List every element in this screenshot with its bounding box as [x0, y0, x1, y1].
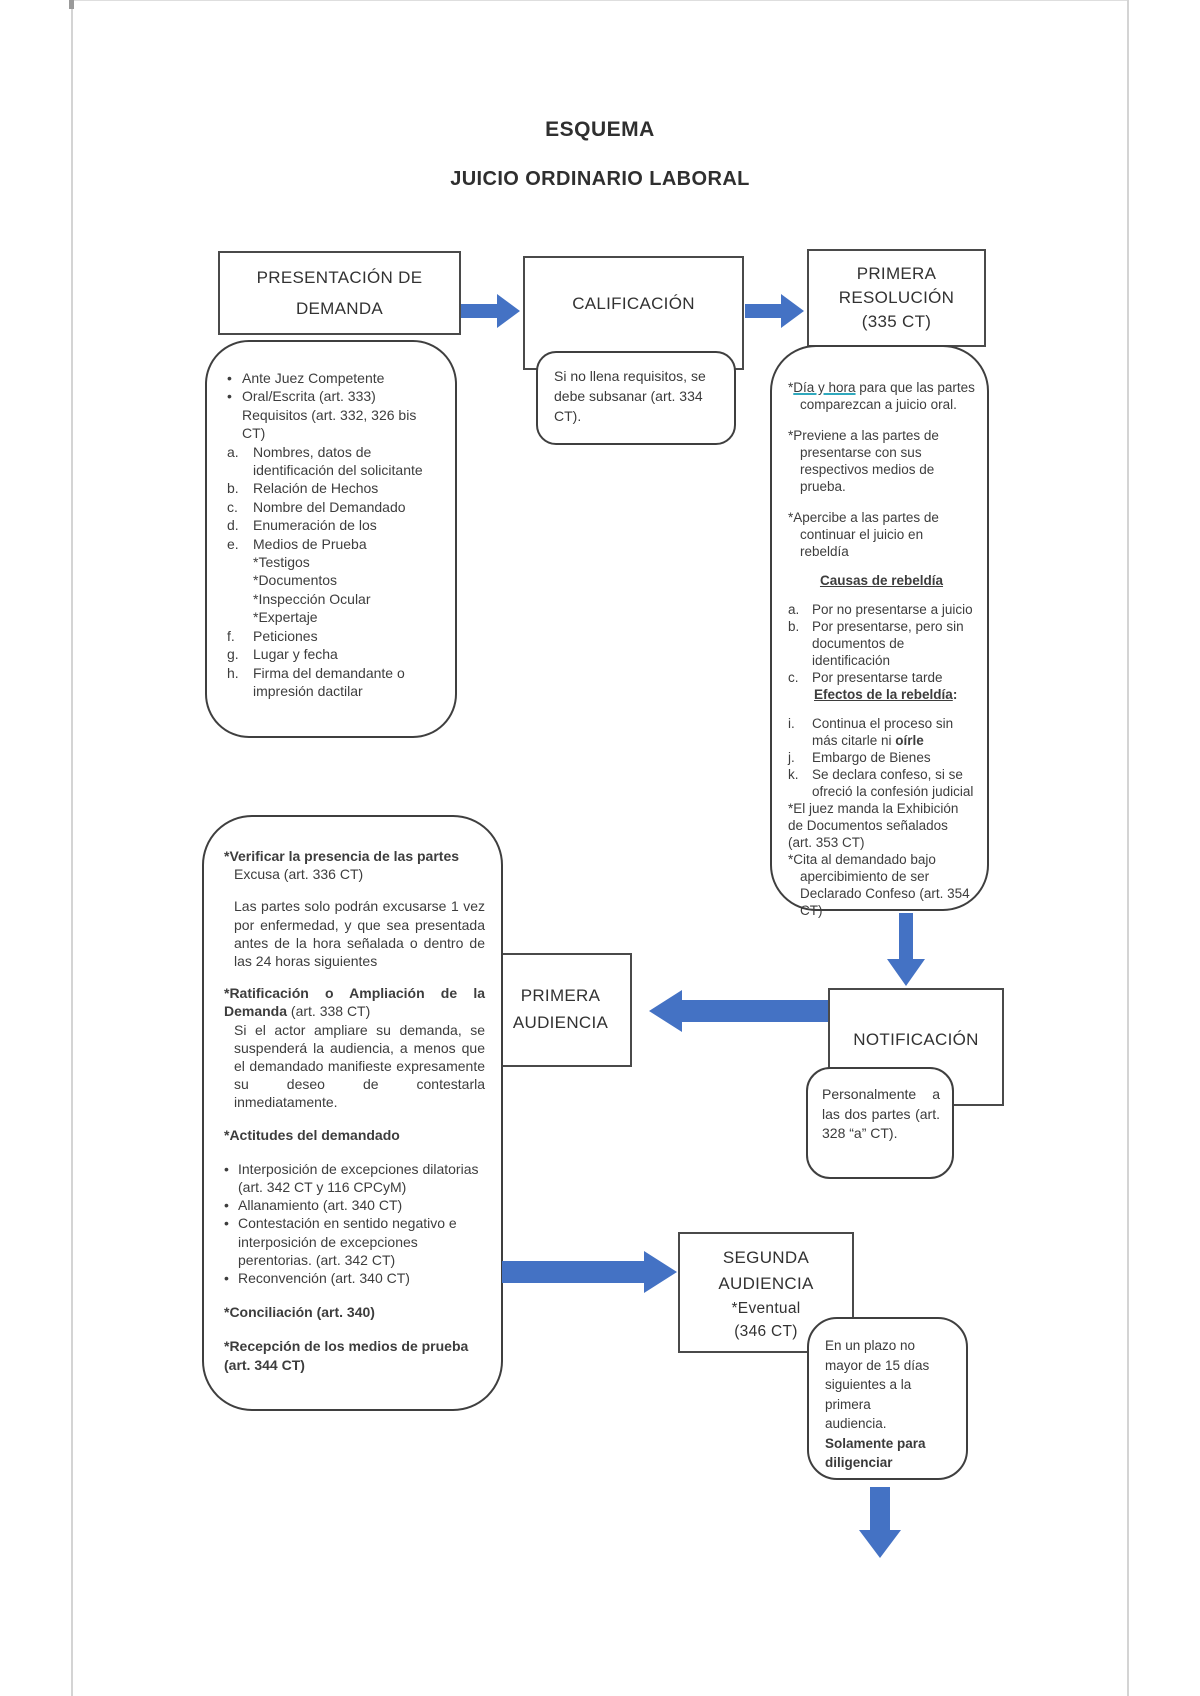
paragraph: *Apercibe a las partes de continuar el j…	[788, 510, 939, 559]
note-line: audiencia.	[825, 1416, 887, 1431]
node-label: RESOLUCIÓN	[838, 288, 955, 307]
note-text: Si no llena requisitos, se debe subsanar…	[554, 368, 706, 424]
node-label: PRIMERA	[856, 264, 937, 283]
node-label: NOTIFICACIÓN	[853, 1030, 979, 1049]
list-item: *Expertaje	[253, 609, 318, 626]
list-item: *Inspección Ocular	[253, 590, 371, 607]
list-item: •Contestación en sentido negativo e inte…	[224, 1215, 457, 1268]
section-title: Causas de rebeldía	[819, 573, 944, 588]
flow-arrow-down-icon	[859, 1487, 901, 1558]
note-notificacion-personal: Personalmente a las dos partes (art. 328…	[806, 1067, 954, 1179]
node-primera-resolucion: PRIMERA RESOLUCIÓN (335 CT)	[807, 249, 986, 347]
list-item: •Allanamiento (art. 340 CT)	[224, 1197, 403, 1214]
section-title: *Conciliación (art. 340)	[224, 1304, 375, 1321]
flow-arrow-left-icon	[649, 990, 828, 1032]
note-line: Solamente para	[825, 1435, 926, 1451]
list-item: •Interposición de excepciones dilatorias…	[224, 1160, 479, 1196]
list-item: a.Por no presentarse a juicio	[788, 602, 973, 617]
note-line: primera	[825, 1396, 871, 1412]
node-label: (346 CT)	[734, 1323, 798, 1340]
note-primera-audiencia-detalle: *Verificar la presencia de las partes Ex…	[202, 815, 503, 1411]
section-title: Efectos de la rebeldía:	[814, 687, 958, 702]
list-item: •Oral/Escrita (art. 333)	[227, 388, 376, 405]
node-label: DEMANDA	[295, 298, 384, 318]
node-label: *Eventual	[731, 1300, 801, 1317]
list-item: k.Se declara confeso, si se ofreció la c…	[788, 767, 974, 799]
section-title: *Recepción de los medios de prueba (art.…	[224, 1338, 469, 1373]
note-line: siguientes a la	[825, 1377, 912, 1392]
page-edge-top	[73, 0, 1127, 1]
paragraph: Si el actor ampliare su demanda, se susp…	[234, 1021, 485, 1111]
list-item: a.Nombres, datos de identificación del s…	[227, 443, 423, 479]
page-subtitle: JUICIO ORDINARIO LABORAL	[450, 168, 750, 190]
paragraph: *Día y hora para que las partes comparez…	[788, 380, 975, 412]
page-edge-left	[71, 0, 73, 1696]
list-item: g.Lugar y fecha	[227, 646, 338, 663]
paragraph: *El juez manda la Exhibición de Document…	[788, 801, 959, 850]
list-item: *Testigos	[253, 554, 310, 571]
note-line: mayor de 15 días	[825, 1357, 930, 1373]
flow-arrow-right-icon	[745, 294, 804, 328]
node-label: SEGUNDA	[722, 1248, 810, 1267]
list-item: d.Enumeración de los	[227, 517, 377, 534]
list-item: Requisitos (art. 332, 326 bis CT)	[242, 406, 417, 442]
underlined-text: Día y hora	[793, 380, 856, 395]
node-label: PRESENTACIÓN DE	[256, 267, 423, 287]
list-item: •Ante Juez Competente	[227, 370, 385, 386]
list-item: i.Continua el proceso sin más citarle ni…	[788, 716, 954, 748]
node-label: PRIMERA	[520, 986, 601, 1005]
page-title: ESQUEMA	[545, 118, 655, 141]
paragraph: *Previene a las partes de presentarse co…	[788, 428, 939, 494]
paragraph: Excusa (art. 336 CT)	[234, 866, 364, 883]
scan-artifact	[69, 0, 74, 9]
paragraph: *Cita al demandado bajo apercibimiento d…	[788, 852, 970, 918]
paragraph: Las partes solo podrán excusarse 1 vez p…	[234, 898, 485, 970]
section-title: *Actitudes del demandado	[224, 1126, 400, 1143]
list-item: c.Por presentarse tarde	[788, 670, 943, 685]
list-item: f.Peticiones	[227, 627, 318, 644]
section-title: *Ratificación o Ampliación de la Demanda…	[224, 985, 485, 1020]
note-subsanar: Si no llena requisitos, se debe subsanar…	[536, 351, 736, 445]
section-title: *Verificar la presencia de las partes	[224, 848, 460, 864]
note-line: diligenciar	[825, 1455, 893, 1470]
list-item: b.Por presentarse, pero sin documentos d…	[788, 619, 964, 668]
list-item: c.Nombre del Demandado	[227, 498, 406, 515]
list-item: e.Medios de Prueba	[227, 535, 367, 552]
note-line: En un plazo no	[825, 1338, 916, 1353]
node-label: (335 CT)	[861, 312, 932, 331]
node-label: AUDIENCIA	[718, 1274, 814, 1293]
note-plazo-segunda-audiencia: En un plazo no mayor de 15 días siguient…	[807, 1317, 968, 1480]
page-edge-right	[1127, 0, 1129, 1696]
note-primera-resolucion-detalle: *Día y hora para que las partes comparez…	[770, 345, 989, 918]
node-primera-audiencia: PRIMERA AUDIENCIA	[489, 953, 632, 1067]
node-label: AUDIENCIA	[512, 1013, 609, 1032]
flow-arrow-right-icon	[502, 1251, 677, 1293]
note-requisitos-demanda: •Ante Juez Competente •Oral/Escrita (art…	[205, 340, 457, 738]
list-item: •Reconvención (art. 340 CT)	[224, 1270, 410, 1287]
note-text: Personalmente a las dos partes (art. 328…	[822, 1086, 940, 1141]
flow-arrow-down-icon	[887, 913, 925, 986]
flow-arrow-right-icon	[461, 294, 520, 328]
node-presentacion-demanda: PRESENTACIÓN DE DEMANDA	[218, 251, 461, 335]
list-item: b.Relación de Hechos	[227, 480, 379, 497]
list-item: h.Firma del demandante o impresión dacti…	[227, 664, 405, 699]
node-label: CALIFICACIÓN	[572, 294, 695, 313]
list-item: j.Embargo de Bienes	[788, 750, 931, 765]
list-item: *Documentos	[253, 572, 338, 589]
